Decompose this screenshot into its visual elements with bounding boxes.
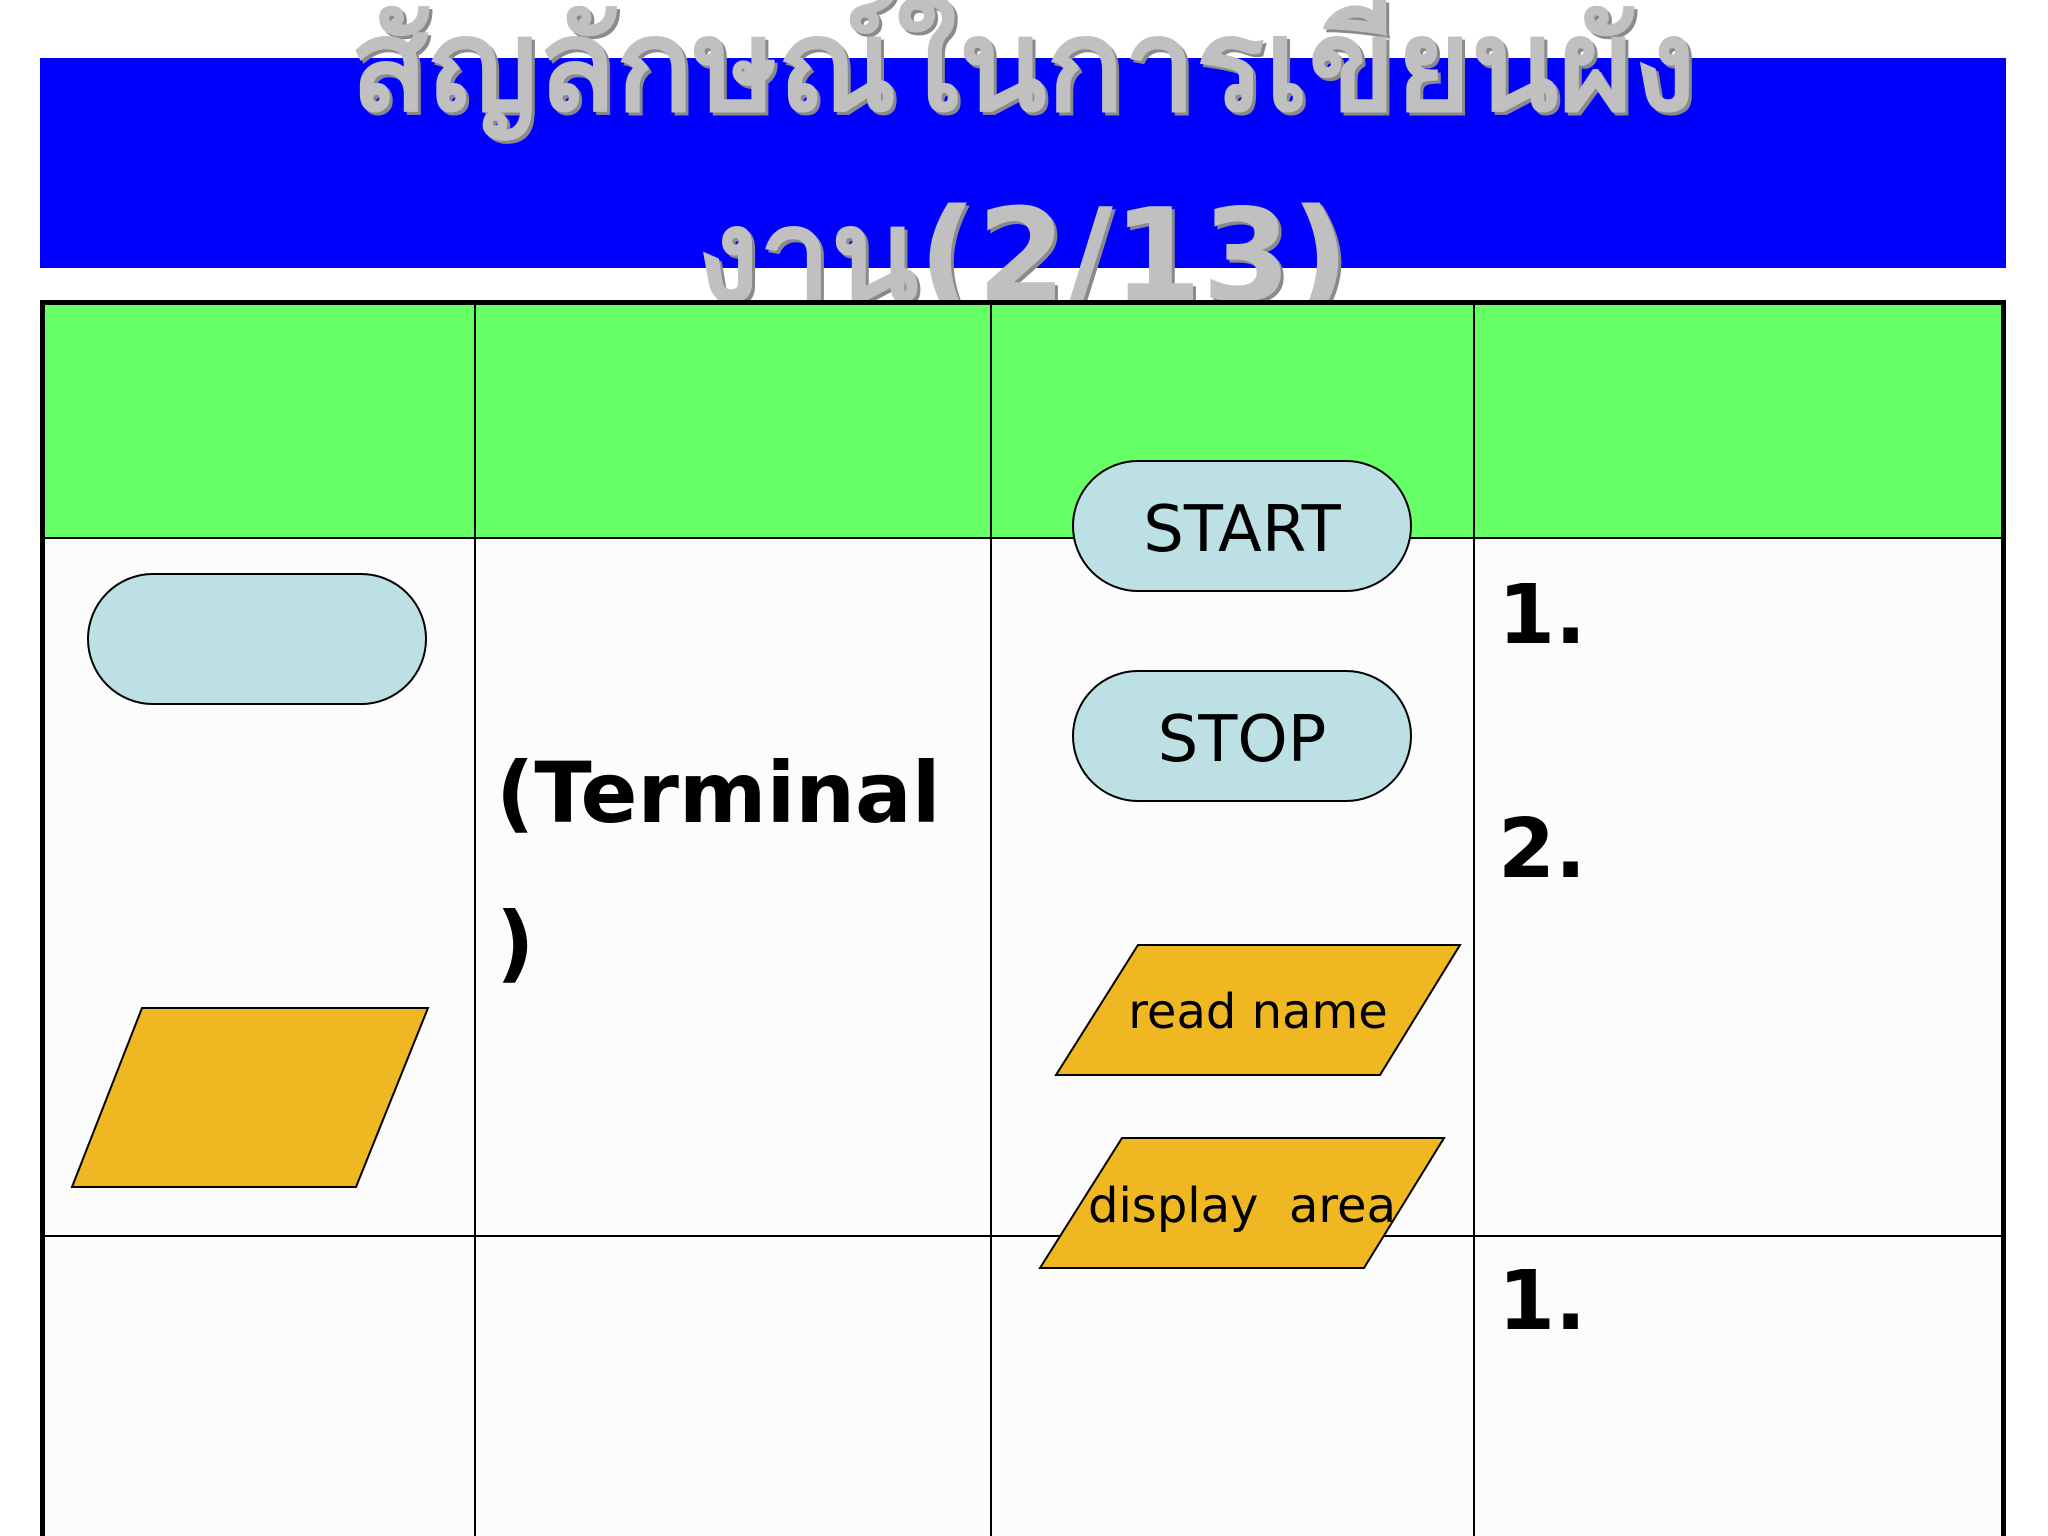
display-area-label: display area	[1088, 1178, 1396, 1234]
io-note-1: 1.	[1498, 1254, 1587, 1349]
terminal-name: (Terminal )	[496, 744, 941, 992]
terminal-symbol-icon	[87, 573, 427, 705]
row-divider	[40, 537, 2006, 539]
column-divider	[474, 300, 476, 1536]
read-name-parallelogram: read name	[1054, 944, 1462, 1076]
table-left-border	[40, 300, 45, 1536]
input-output-symbol-icon	[70, 1007, 430, 1188]
column-divider	[1473, 300, 1475, 1536]
table-top-border	[40, 300, 2006, 305]
table-header-row	[40, 300, 2006, 538]
terminal-note-1: 1.	[1498, 568, 1587, 663]
stop-label: STOP	[1158, 703, 1327, 777]
start-label: START	[1143, 493, 1341, 567]
stop-terminal: STOP	[1072, 670, 1412, 802]
column-divider	[990, 300, 992, 1536]
row-divider	[40, 1235, 2006, 1237]
title-band	[40, 58, 2006, 268]
display-area-parallelogram: display area	[1038, 1137, 1446, 1269]
start-terminal: START	[1072, 460, 1412, 592]
table-right-border	[2001, 300, 2006, 1536]
terminal-note-2: 2.	[1498, 802, 1587, 897]
read-name-label: read name	[1128, 984, 1387, 1040]
